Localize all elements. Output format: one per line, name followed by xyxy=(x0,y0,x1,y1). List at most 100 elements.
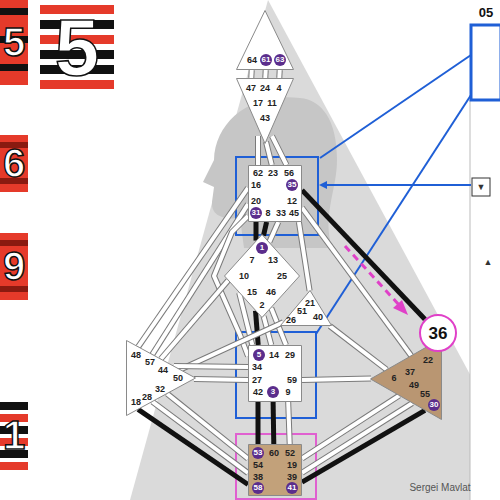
channel-stroke xyxy=(302,378,371,380)
channel-stroke xyxy=(248,70,254,78)
channel xyxy=(256,311,259,345)
gate-number: 63 xyxy=(274,54,286,66)
hexagram-number: 6 xyxy=(3,143,25,183)
channel-stroke xyxy=(256,136,260,165)
gate-number: 2 xyxy=(259,301,264,310)
gate-number: 58 xyxy=(252,482,264,494)
callout-number: 36 xyxy=(429,325,448,342)
center-shape xyxy=(237,79,294,144)
channel-stroke xyxy=(161,281,228,359)
channel xyxy=(288,402,290,444)
channel-stroke xyxy=(269,222,278,242)
gate-number: 16 xyxy=(251,181,261,190)
hexagram-image xyxy=(38,0,116,95)
channel xyxy=(299,222,310,291)
gate-number: 11 xyxy=(267,99,277,108)
gate-number: 33 xyxy=(276,209,286,218)
gate-number: 35 xyxy=(286,179,298,191)
throat-center: 622356163520123183345 xyxy=(248,165,302,222)
channel-stroke xyxy=(299,222,310,291)
gate-number: 10 xyxy=(239,272,249,281)
gate-number: 7 xyxy=(249,256,254,265)
gate-number: 23 xyxy=(268,169,278,178)
image-ground xyxy=(0,233,28,300)
gate-number: 39 xyxy=(287,473,297,482)
channel-stroke xyxy=(266,142,272,165)
channel-stroke xyxy=(276,70,282,78)
channel-stroke xyxy=(272,136,287,165)
gate-number: 3 xyxy=(267,386,279,398)
channel xyxy=(272,136,287,165)
hexagram-number: 9 xyxy=(3,246,25,286)
center-shape xyxy=(237,11,294,70)
channel-stroke xyxy=(272,136,287,165)
channel xyxy=(302,403,412,473)
gate-number: 25 xyxy=(277,272,287,281)
gate-number: 1 xyxy=(256,242,268,254)
channel xyxy=(330,326,387,370)
gate-number: 32 xyxy=(155,385,165,394)
gate-number: 31 xyxy=(250,207,262,219)
gate-number: 40 xyxy=(313,313,323,322)
image-ground xyxy=(0,0,28,85)
gate-number: 64 xyxy=(247,56,257,65)
gate-number: 55 xyxy=(420,390,430,399)
gate-number: 43 xyxy=(260,114,270,123)
panel-label: 05 xyxy=(479,6,493,19)
arrow-head xyxy=(319,181,327,189)
channel-stroke xyxy=(277,70,281,78)
hexagram-line xyxy=(0,286,28,292)
hexagram-line xyxy=(0,462,28,470)
image-ground xyxy=(0,400,28,470)
channel-stroke xyxy=(174,363,248,370)
gate-number: 47 xyxy=(246,84,256,93)
gate-number: 19 xyxy=(287,461,297,470)
channel-stroke xyxy=(167,394,248,459)
gate-number: 24 xyxy=(260,84,270,93)
channel xyxy=(302,378,371,380)
channel-stroke xyxy=(266,142,272,165)
dropdown-box xyxy=(472,178,490,196)
hexagram-line xyxy=(0,64,28,71)
channel xyxy=(269,222,278,242)
body-silhouette xyxy=(130,0,500,500)
channel-stroke xyxy=(194,377,248,382)
channel-stroke xyxy=(302,208,411,356)
center-shape xyxy=(281,291,332,326)
channel-stroke xyxy=(167,394,248,459)
center-shape xyxy=(127,341,196,416)
hexagram-image xyxy=(0,233,28,300)
channel-stroke xyxy=(302,403,412,473)
gate-number: 62 xyxy=(253,169,263,178)
gate-number: 4 xyxy=(276,84,281,93)
panel-box xyxy=(471,25,500,100)
channel xyxy=(194,379,248,381)
channel-stroke xyxy=(255,136,261,165)
channel xyxy=(167,394,248,459)
channel-stroke xyxy=(262,70,268,78)
gate-number: 60 xyxy=(269,449,279,458)
gate-number: 22 xyxy=(423,356,433,365)
channel-stroke xyxy=(302,403,412,473)
gate-number: 9 xyxy=(285,388,290,397)
ego-center: 21512640 xyxy=(280,290,332,326)
channel-stroke xyxy=(161,281,228,359)
channel-stroke xyxy=(174,364,248,369)
channel xyxy=(266,142,272,165)
channel-stroke xyxy=(302,378,371,380)
pointer-line xyxy=(320,55,471,158)
channel-stroke xyxy=(330,326,387,370)
gate-number: 34 xyxy=(252,363,262,372)
gate-callout: 36 xyxy=(419,314,457,352)
center-shape xyxy=(371,339,442,420)
root-center: 536052541938395841 xyxy=(248,444,302,496)
gate-number: 38 xyxy=(253,473,263,482)
gate-number: 15 xyxy=(247,288,257,297)
channel xyxy=(279,70,280,78)
channel-stroke xyxy=(271,402,277,444)
highlight-box xyxy=(236,332,316,418)
gate-number: 20 xyxy=(251,197,261,206)
channel-stroke xyxy=(256,311,259,345)
gate-number: 46 xyxy=(266,288,276,297)
channel-stroke xyxy=(302,396,399,459)
